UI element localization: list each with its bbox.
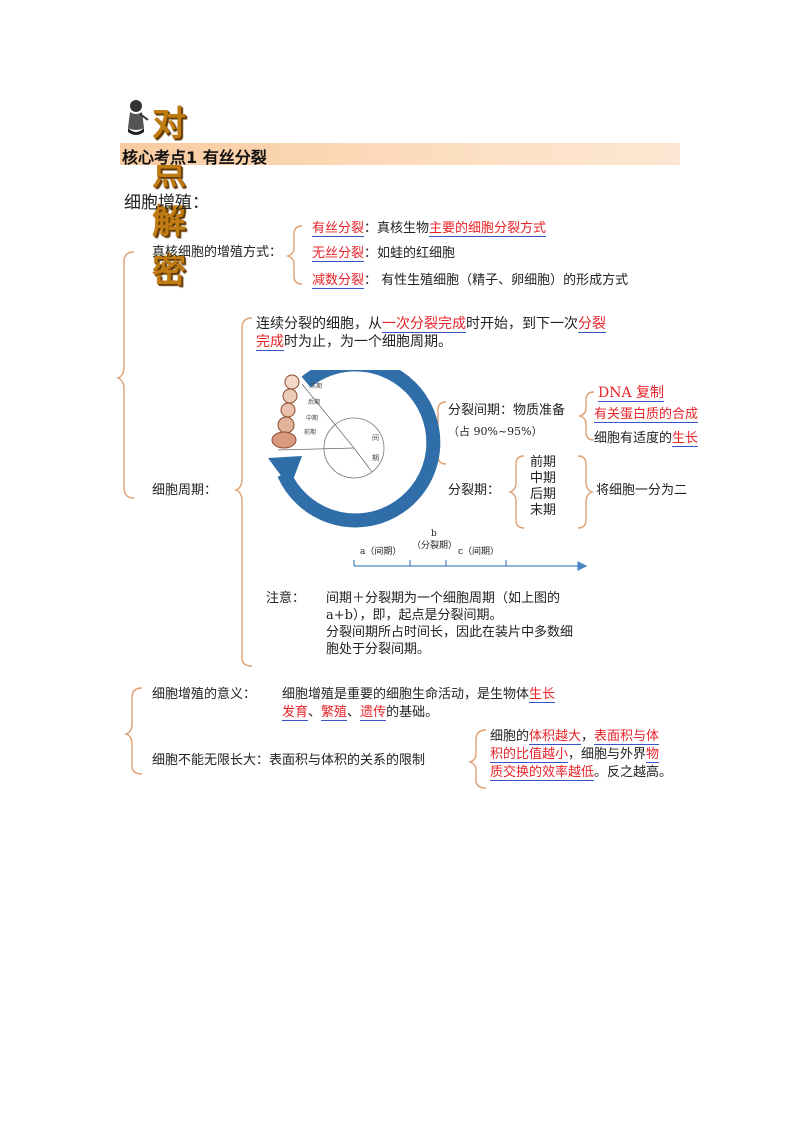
limit-h: 质交换的效率越低: [490, 765, 595, 781]
division-result: 将细胞一分为二: [596, 483, 688, 498]
note-line-2: 分裂间期所占时间长，因此在装片中多数细: [326, 625, 574, 640]
sig-c: 发育: [282, 705, 309, 721]
sig-h: 的基础。: [386, 705, 439, 720]
cell-anaphase-icon: [282, 388, 298, 404]
item-growth-key: 生长: [672, 431, 699, 447]
cycle-def-line2: 完成时为止，为一个细胞周期。: [256, 332, 452, 352]
cell-interphase-icon: [271, 431, 297, 449]
limit-c: ，: [581, 729, 595, 744]
meiosis-desc: ： 有性生殖细胞（精子、卵细胞）的形成方式: [364, 273, 629, 288]
sig-b: 生长: [529, 687, 556, 703]
meiosis-row: 减数分裂： 有性生殖细胞（精子、卵细胞）的形成方式: [312, 272, 628, 290]
significance-line1: 细胞增殖是重要的细胞生命活动，是生物体生长: [282, 686, 556, 704]
interphase-label: 分裂间期：物质准备: [448, 403, 566, 418]
cell-cycle-diagram: 末期 后期 中期 前期 间 期: [268, 370, 441, 528]
cycle-def-line1: 连续分裂的细胞，从一次分裂完成时开始，到下一次分裂: [256, 314, 606, 334]
methods-label: 真核细胞的增殖方式：: [152, 245, 283, 260]
inner-label-1: 期: [372, 454, 379, 462]
def-d: 分裂: [578, 316, 606, 333]
def-e: 完成: [256, 334, 284, 351]
intro-heading: 细胞增殖：: [124, 193, 209, 213]
note-label: 注意：: [266, 591, 306, 606]
limit-g: 物: [646, 747, 660, 763]
limit-e: 积的比值越小: [490, 747, 569, 763]
timeline-b: b: [431, 529, 437, 539]
phase-2: 后期: [530, 487, 557, 502]
division-label: 分裂期：: [448, 483, 501, 498]
item-dna-text: DNA 复制: [598, 385, 665, 402]
meiosis-name: 减数分裂: [312, 273, 365, 289]
phase-1: 中期: [530, 471, 557, 486]
timeline-c: c（间期）: [458, 547, 500, 557]
mitosis-colon: ：真核生物: [364, 221, 430, 236]
section-title: 核心考点1 有丝分裂: [122, 148, 267, 167]
limit-d: 表面积与体: [594, 729, 660, 745]
phase-3: 末期: [530, 503, 557, 518]
sig-g: 遗传: [360, 705, 387, 721]
cycle-arrow-arc: [277, 370, 441, 528]
inner-label-0: 间: [372, 434, 379, 442]
limit-line2: 积的比值越小，细胞与外界物: [490, 746, 660, 764]
item-protein-text: 有关蛋白质的合成: [594, 407, 699, 423]
item-growth-pre: 细胞有适度的: [594, 431, 673, 446]
limit-label: 细胞不能无限长大：表面积与体积的关系的限制: [152, 753, 426, 768]
figure-icon: [128, 100, 149, 135]
cell-metaphase-icon: [280, 402, 296, 418]
limit-line3: 质交换的效率越低。反之越高。: [490, 764, 672, 782]
limit-a: 细胞的: [490, 729, 530, 744]
mitosis-name: 有丝分裂: [312, 221, 365, 237]
section-bar: 核心考点1 有丝分裂: [120, 143, 680, 167]
timeline-a: a（间期）: [360, 547, 402, 557]
note-line-0: 间期＋分裂期为一个细胞周期（如上图的: [326, 591, 561, 606]
interphase-item-dna: DNA 复制: [598, 384, 665, 403]
significance-label: 细胞增殖的意义：: [152, 687, 257, 702]
def-f: 时为止，为一个细胞周期。: [284, 334, 452, 350]
sig-a: 细胞增殖是重要的细胞生命活动，是生物体: [282, 687, 530, 702]
note-line-1: a+b），即，起点是分裂间期。: [326, 608, 503, 623]
interphase-percent: （占 90%~95%）: [448, 425, 543, 438]
cycle-label: 细胞周期：: [152, 483, 218, 498]
sig-d: 、: [308, 705, 322, 720]
timeline-b-sub: （分裂期）: [412, 541, 458, 551]
def-b: 一次分裂完成: [382, 316, 466, 333]
limit-i: 。反之越高。: [594, 765, 673, 780]
wedge-label-3: 前期: [304, 428, 316, 436]
wedge-label-1: 后期: [308, 398, 320, 406]
phase-0: 前期: [530, 455, 557, 470]
note-line-3: 胞处于分裂间期。: [326, 642, 431, 657]
def-a: 连续分裂的细胞，从: [256, 316, 382, 332]
cycle-arrow-head: [268, 456, 302, 488]
significance-line2: 发育、繁殖、遗传的基础。: [282, 704, 438, 722]
amitosis-desc: ：如蛙的红细胞: [364, 246, 456, 261]
interphase-item-growth: 细胞有适度的生长: [594, 430, 699, 448]
def-c: 时开始，到下一次: [466, 316, 578, 332]
sig-f: 、: [347, 705, 361, 720]
sig-e: 繁殖: [321, 705, 348, 721]
amitosis-row: 无丝分裂：如蛙的红细胞: [312, 245, 455, 263]
limit-f: ，细胞与外界: [568, 747, 647, 762]
mitosis-key: 主要的细胞分裂方式: [429, 221, 547, 237]
wedge-label-0: 末期: [310, 382, 322, 390]
limit-line1: 细胞的体积越大，表面积与体: [490, 728, 660, 746]
wedge-label-2: 中期: [306, 414, 318, 422]
mitosis-row: 有丝分裂：真核生物主要的细胞分裂方式: [312, 220, 547, 238]
cell-telophase-icon: [284, 374, 300, 390]
amitosis-name: 无丝分裂: [312, 246, 365, 262]
interphase-item-protein: 有关蛋白质的合成: [594, 406, 699, 424]
cell-prophase-icon: [277, 416, 295, 434]
limit-b: 体积越大: [529, 729, 582, 745]
